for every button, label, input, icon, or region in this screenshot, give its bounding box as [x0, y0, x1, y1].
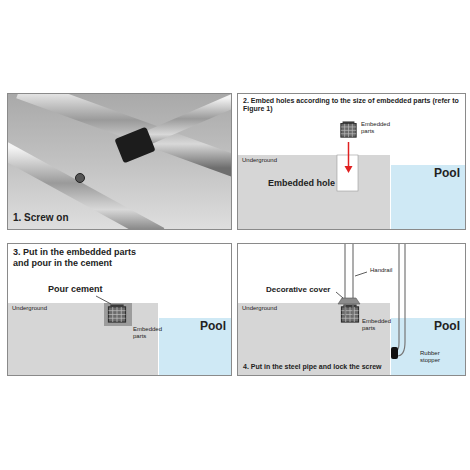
region-label: Underground — [242, 305, 390, 312]
leader-line — [355, 272, 367, 276]
ladder-rail — [20, 94, 231, 168]
step-title: 3. Put in the embedded parts and pour in… — [13, 247, 153, 269]
arrow-head — [345, 166, 353, 173]
part-label: Rubber stopper — [420, 350, 454, 364]
photo-ground — [8, 94, 231, 229]
ladder-rail — [8, 148, 160, 229]
cement — [104, 303, 132, 326]
region-label: Pool — [391, 166, 460, 180]
embedded-part — [108, 304, 125, 322]
pool-band: Pool — [391, 318, 465, 375]
rubber-stopper — [391, 347, 398, 359]
step-title: 1. Screw on — [13, 212, 226, 224]
leader-line — [96, 296, 111, 304]
ladder-step — [120, 98, 231, 150]
region-label: Underground — [12, 305, 158, 312]
part-label: Handrail — [370, 267, 392, 274]
step-title: 4. Put in the steel pipe and lock the sc… — [243, 363, 460, 371]
ladder-photo — [8, 94, 231, 229]
screw — [76, 174, 85, 183]
steel-pipe — [345, 244, 353, 316]
step-panel: 4. Put in the steel pipe and lock the sc… — [237, 243, 466, 376]
insert-arrow — [348, 142, 350, 167]
step-title: 2. Embed holes according to the size of … — [243, 97, 460, 114]
ground-band: Underground — [8, 303, 158, 375]
handrail-pipe — [397, 244, 405, 356]
step-panel: 1. Screw on — [7, 93, 232, 230]
part-label: Pour cement — [48, 284, 103, 294]
leader-line — [336, 292, 343, 298]
step-panel: 3. Put in the embedded parts and pour in… — [7, 243, 232, 376]
region-label: Pool — [159, 319, 226, 333]
embedded-part — [341, 121, 356, 137]
ground-band: UndergroundEmbedded hole — [238, 155, 390, 229]
step-panel: 2. Embed holes according to the size of … — [237, 93, 466, 230]
hole-label: Embedded hole — [268, 178, 390, 189]
part-label: Decorative cover — [266, 285, 330, 294]
plastic-bracket — [114, 127, 155, 164]
part-label: Embedded parts — [361, 121, 395, 135]
decorative-cover — [338, 298, 360, 304]
pool-band: Pool — [391, 165, 465, 229]
region-label: Pool — [391, 319, 460, 333]
part-label: Embedded parts — [133, 326, 167, 340]
pool-band: Pool — [159, 318, 231, 375]
embedded-part — [341, 304, 358, 322]
part-label: Embedded parts — [362, 318, 394, 332]
embedded-hole — [337, 155, 358, 191]
region-label: Underground — [242, 157, 390, 164]
